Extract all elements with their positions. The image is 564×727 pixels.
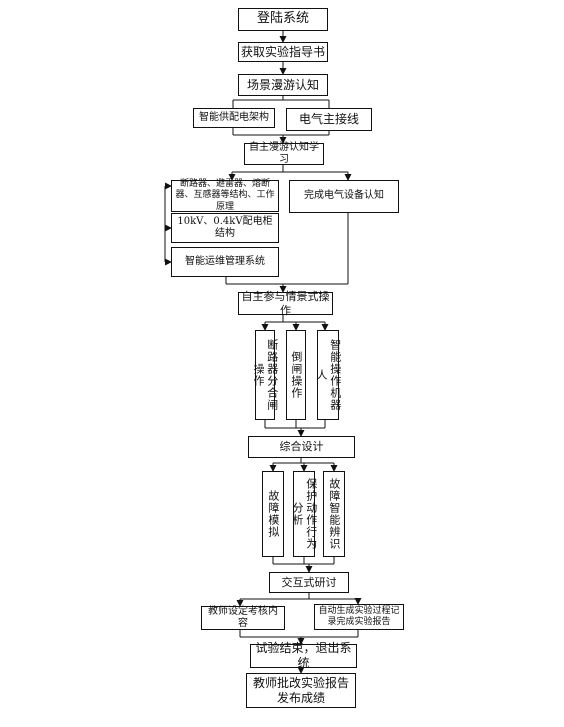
grade-box: 教师批改实验报告发布成绩 bbox=[246, 673, 356, 708]
main-wiring-box: 电气主接线 bbox=[286, 108, 372, 131]
smart-distribution-box: 智能供配电架构 bbox=[193, 108, 275, 128]
fault-id-box: 故障智能辨识 bbox=[323, 471, 345, 557]
teacher-set-box: 教师设定考核内容 bbox=[201, 606, 285, 630]
cabinet-box: 10kV、0.4kV配电柜结构 bbox=[171, 213, 279, 243]
complete-device-box: 完成电气设备认知 bbox=[289, 180, 399, 213]
scene-tour-box: 场景漫游认知 bbox=[238, 74, 328, 96]
login-box: 登陆系统 bbox=[238, 8, 328, 31]
self-tour-box: 自主漫游认知学习 bbox=[244, 142, 324, 165]
auto-generate-box: 自动生成实验过程记录完成实验报告 bbox=[314, 604, 404, 630]
comp-design-box: 综合设计 bbox=[248, 436, 355, 458]
guide-box: 获取实验指导书 bbox=[238, 42, 328, 62]
om-system-box: 智能运维管理系统 bbox=[171, 247, 279, 277]
self-scene-box: 自主参与情景式操作 bbox=[238, 290, 333, 317]
breaker-knowledge-box: 断路器、避雷器、熔断器、互感器等结构、工作原理 bbox=[171, 179, 279, 212]
switch-op-box: 倒闸操作 bbox=[286, 330, 306, 420]
protection-box: 保护动作行为分析 bbox=[291, 471, 318, 557]
breaker-op-box: 断路器分合闸操作 bbox=[252, 330, 279, 420]
interactive-box: 交互式研讨 bbox=[269, 572, 349, 593]
fault-sim-box: 故障模拟 bbox=[262, 471, 284, 557]
robot-box: 智能操作机器人 bbox=[315, 330, 342, 420]
end-box: 试验结束，退出系统 bbox=[250, 641, 357, 670]
